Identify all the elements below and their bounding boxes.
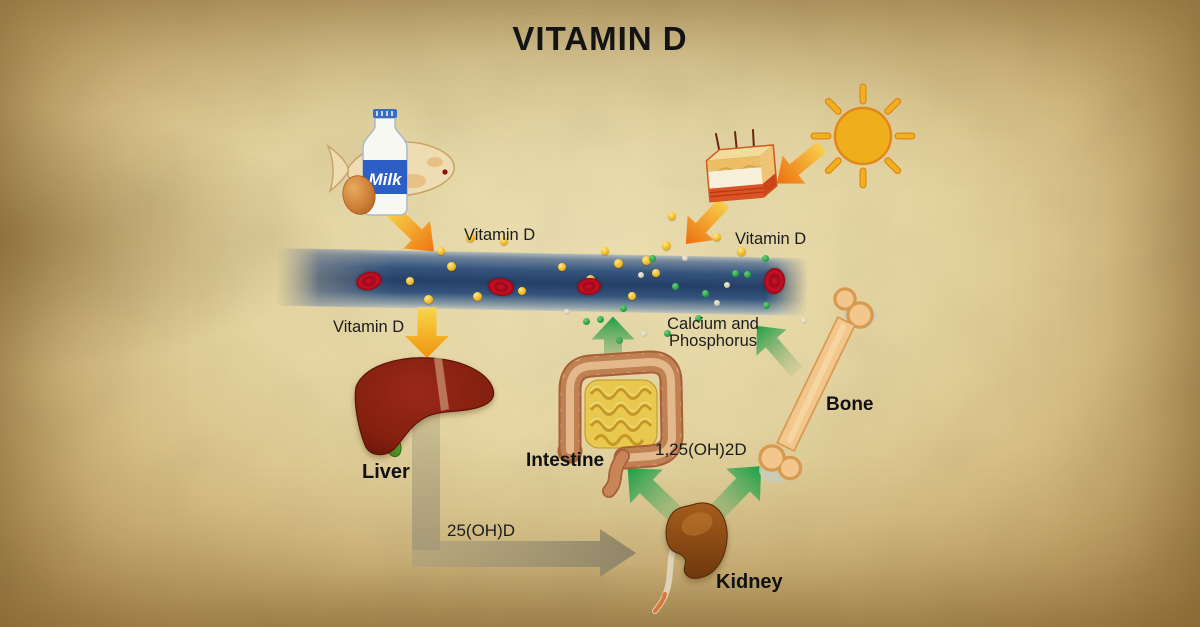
phosphorus-dot xyxy=(583,318,590,325)
skin-icon xyxy=(705,129,778,203)
calcium-phosphorus-line2: Phosphorus xyxy=(668,332,758,350)
milk-label: Milk xyxy=(368,170,403,189)
blood-to-liver-arrow xyxy=(405,307,449,358)
vitamin-d-dot xyxy=(737,247,746,256)
calcium-dot xyxy=(714,300,720,306)
phosphorus-dot xyxy=(762,255,769,262)
liver-icon xyxy=(354,357,495,458)
calcium-dot xyxy=(724,282,730,288)
vitamin-d-skin-label: Vitamin D xyxy=(735,230,807,248)
vitamin-d-dot xyxy=(614,259,623,268)
vitamin-d-dot xyxy=(662,241,671,250)
calcium-dot xyxy=(641,331,647,337)
vitamin-d-dot xyxy=(713,233,721,241)
phosphorus-dot xyxy=(695,315,702,322)
bone-icon xyxy=(758,287,876,483)
bone-to-blood-arrow xyxy=(756,325,803,377)
bone-label: Bone xyxy=(826,394,874,415)
vitamin-d-dot xyxy=(466,233,475,242)
phosphorus-dot xyxy=(620,305,627,312)
vitamin-d-dot xyxy=(668,212,676,220)
vitamin-d-blood-label: Vitamin D xyxy=(333,318,405,336)
phosphorus-dot xyxy=(649,255,656,262)
calcium-dot xyxy=(766,231,772,237)
liver-to-kidney-arrow xyxy=(412,400,636,577)
calcium-dot xyxy=(801,318,807,324)
vitamin-d-dot xyxy=(406,277,414,285)
food-sources-group: Milk xyxy=(326,109,455,216)
phosphorus-dot xyxy=(702,290,709,297)
liver-label: Liver xyxy=(362,461,410,483)
skin-to-blood-arrow xyxy=(685,198,730,244)
phosphorus-dot xyxy=(744,271,751,278)
kidney-icon xyxy=(652,502,728,614)
vitamin-d-dot xyxy=(424,295,433,304)
vitamin-d-dot xyxy=(473,292,482,301)
vitamin-d-dot xyxy=(558,263,566,271)
vitamin-d-dot xyxy=(500,237,508,245)
calcium-dot xyxy=(682,255,688,261)
calcium-dot xyxy=(748,320,754,326)
intestine-icon xyxy=(557,350,684,498)
vitamin-d-food-label: Vitamin D xyxy=(464,226,536,244)
calcium-phosphorus-line1: Calcium and xyxy=(667,315,759,333)
liver-metabolite-label: 25(OH)D xyxy=(447,521,516,540)
sun-to-skin-arrow xyxy=(776,141,827,184)
egg-icon xyxy=(342,175,376,215)
vitamin-d-dot xyxy=(518,287,526,295)
phosphorus-dot xyxy=(763,302,770,309)
calcium-phosphorus-label: Calcium and Phosphorus xyxy=(648,316,778,350)
page-title: VITAMIN D xyxy=(512,20,688,57)
calcium-dot xyxy=(564,309,570,315)
vitamin-d-dot xyxy=(628,292,636,300)
phosphorus-dot xyxy=(664,330,671,337)
sun-icon xyxy=(810,83,916,189)
calcium-dot xyxy=(638,272,644,278)
vitamin-d-dot xyxy=(437,247,445,255)
phosphorus-dot xyxy=(672,283,679,290)
kidney-label: Kidney xyxy=(716,571,783,593)
vitamin-d-dot xyxy=(447,262,456,271)
kidney-metabolite-label: 1,25(OH)2D xyxy=(655,440,747,459)
intestine-label: Intestine xyxy=(526,450,605,471)
phosphorus-dot xyxy=(732,270,739,277)
vitamin-d-dot xyxy=(652,269,660,277)
vitamin-d-dot xyxy=(601,247,609,255)
intestine-to-blood-arrow xyxy=(591,316,635,372)
vitamin-d-dot xyxy=(642,256,651,265)
phosphorus-dot xyxy=(597,316,604,323)
